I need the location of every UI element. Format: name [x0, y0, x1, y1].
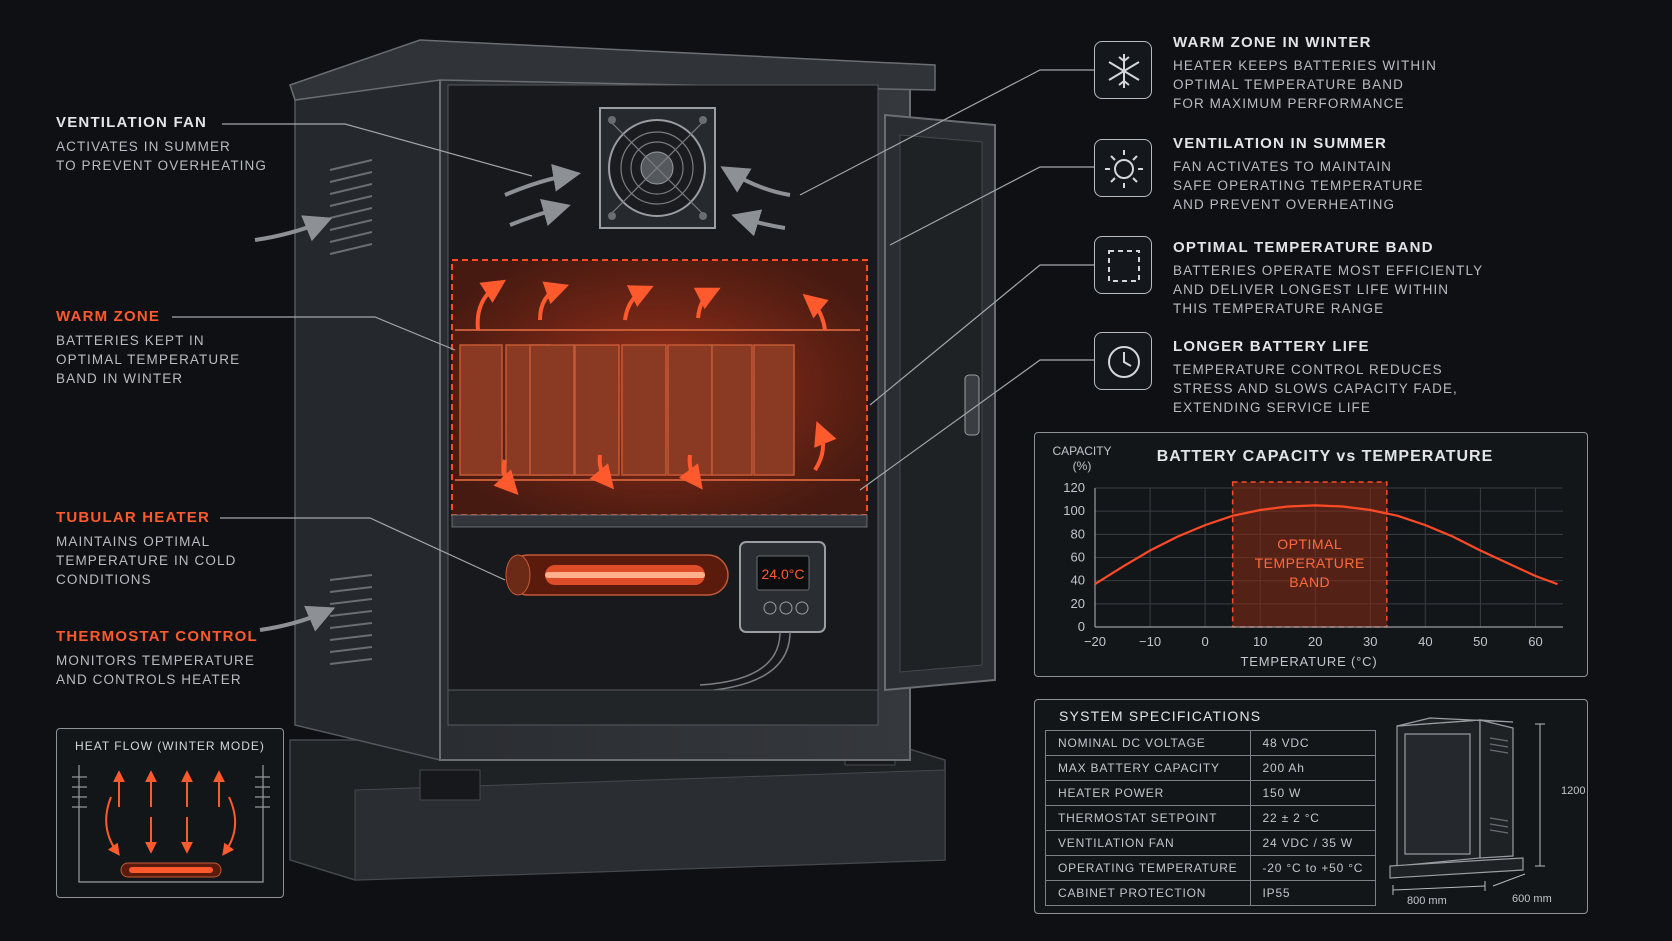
spec-key: MAX BATTERY CAPACITY — [1045, 755, 1251, 781]
callout-thermostat-control: THERMOSTAT CONTROL MONITORS TEMPERATURE … — [56, 628, 286, 689]
callout-fan-body: ACTIVATES IN SUMMER TO PREVENT OVERHEATI… — [56, 139, 267, 173]
callout-ventilation-fan: VENTILATION FAN ACTIVATES IN SUMMER TO P… — [56, 114, 286, 175]
feature-optimal-band: OPTIMAL TEMPERATURE BAND BATTERIES OPERA… — [1173, 239, 1573, 318]
x-tick-label: 0 — [1202, 634, 1209, 649]
feature-longer-life: LONGER BATTERY LIFE TEMPERATURE CONTROL … — [1173, 338, 1563, 417]
spec-value: 48 VDC — [1249, 730, 1377, 756]
x-tick-label: 30 — [1363, 634, 1377, 649]
thermostat-device — [689, 541, 826, 693]
spec-value: 150 W — [1249, 780, 1377, 806]
x-tick-label: −20 — [1084, 634, 1106, 649]
chart-title: BATTERY CAPACITY vs TEMPERATURE — [1157, 448, 1494, 465]
callout-heater-body: MAINTAINS OPTIMAL TEMPERATURE IN COLD CO… — [56, 534, 237, 587]
feature-title: LONGER BATTERY LIFE — [1173, 338, 1370, 355]
callout-warm-body: BATTERIES KEPT IN OPTIMAL TEMPERATURE BA… — [56, 333, 241, 386]
feature-ventilation-summer: VENTILATION IN SUMMER FAN ACTIVATES TO M… — [1173, 135, 1563, 214]
door-handle — [964, 374, 980, 436]
spec-key: VENTILATION FAN — [1045, 830, 1251, 856]
feature-warm-zone-winter: WARM ZONE IN WINTER HEATER KEEPS BATTERI… — [1173, 34, 1563, 113]
spec-row: OPERATING TEMPERATURE-20 °C to +50 °C — [1045, 855, 1377, 881]
snowflake-icon — [1094, 41, 1152, 99]
y-tick-label: 120 — [1063, 480, 1085, 495]
callout-fan-title: VENTILATION FAN — [56, 114, 208, 131]
x-tick-label: 10 — [1253, 634, 1267, 649]
tubular-heater — [505, 554, 729, 596]
heat-flow-diagram — [72, 765, 270, 883]
y-tick-label: 80 — [1071, 526, 1085, 541]
y-tick-label: 20 — [1071, 596, 1085, 611]
band-label: OPTIMAL — [1277, 536, 1342, 552]
cabinet-dimension-sketch: 1200 mm 800 mm 600 mm — [1389, 717, 1585, 907]
callout-tubular-heater: TUBULAR HEATER MAINTAINS OPTIMAL TEMPERA… — [56, 509, 286, 589]
airflow-arrows — [254, 163, 791, 632]
callout-heater-title: TUBULAR HEATER — [56, 509, 211, 526]
callout-warm-zone: WARM ZONE BATTERIES KEPT IN OPTIMAL TEMP… — [56, 308, 286, 388]
spec-value: 200 Ah — [1249, 755, 1377, 781]
dim-depth-label: 600 mm — [1512, 893, 1552, 905]
capacity-series-line — [1094, 504, 1558, 586]
spec-key: THERMOSTAT SETPOINT — [1045, 805, 1251, 831]
specs-title: SYSTEM SPECIFICATIONS — [1059, 708, 1262, 724]
dim-height-label: 1200 mm — [1561, 785, 1585, 797]
y-tick-label: 100 — [1063, 503, 1085, 518]
y-axis-label: (%) — [1073, 459, 1092, 473]
x-tick-label: 60 — [1528, 634, 1542, 649]
sun-icon — [1094, 139, 1152, 197]
side-louvers — [329, 159, 373, 665]
battery-shelf — [451, 514, 868, 528]
dashed-square-icon — [1094, 236, 1152, 294]
spec-key: CABINET PROTECTION — [1045, 880, 1251, 906]
thermostat-display: 24.0°C — [762, 566, 805, 582]
spec-value: -20 °C to +50 °C — [1249, 855, 1377, 881]
feature-body: FAN ACTIVATES TO MAINTAIN SAFE OPERATING… — [1173, 159, 1424, 212]
feature-title: OPTIMAL TEMPERATURE BAND — [1173, 239, 1434, 256]
spec-key: HEATER POWER — [1045, 780, 1251, 806]
capacity-chart: 0 20 40 60 80 100 120 −20 −10 0 10 20 30 40 50 60 OPTIMA… — [1052, 444, 1563, 669]
spec-value: 24 VDC / 35 W — [1249, 830, 1377, 856]
cabinet-floor — [447, 689, 879, 726]
x-tick-label: 50 — [1473, 634, 1487, 649]
callout-thermostat-title: THERMOSTAT CONTROL — [56, 628, 258, 645]
feature-body: HEATER KEEPS BATTERIES WITHIN OPTIMAL TE… — [1173, 58, 1437, 111]
y-tick-label: 60 — [1071, 550, 1085, 565]
leader-lines — [172, 69, 1094, 581]
y-axis-label: CAPACITY — [1052, 444, 1111, 458]
band-label: BAND — [1289, 574, 1330, 590]
capacity-chart-panel: 0 20 40 60 80 100 120 −20 −10 0 10 20 30 40 50 60 OPTIMA… — [1034, 432, 1588, 677]
spec-key: OPERATING TEMPERATURE — [1045, 855, 1251, 881]
feature-body: TEMPERATURE CONTROL REDUCES STRESS AND S… — [1173, 362, 1458, 415]
spec-value: IP55 — [1249, 880, 1377, 906]
x-tick-label: 40 — [1418, 634, 1432, 649]
band-label: TEMPERATURE — [1255, 555, 1365, 571]
heat-flow-inset: HEAT FLOW (WINTER MODE) — [56, 728, 284, 898]
callout-thermostat-body: MONITORS TEMPERATURE AND CONTROLS HEATER — [56, 653, 256, 687]
specs-panel: SYSTEM SPECIFICATIONS NOMINAL DC VOLTAGE… — [1034, 699, 1588, 914]
x-axis-label: TEMPERATURE (°C) — [1241, 654, 1378, 669]
callout-warm-title: WARM ZONE — [56, 308, 161, 325]
y-tick-label: 0 — [1078, 619, 1085, 634]
spec-key: NOMINAL DC VOLTAGE — [1045, 730, 1251, 756]
x-tick-label: −10 — [1139, 634, 1161, 649]
ventilation-fan — [599, 107, 716, 229]
spec-value: 22 ± 2 °C — [1249, 805, 1377, 831]
heat-arrows — [475, 279, 837, 496]
dim-width-label: 800 mm — [1407, 895, 1447, 907]
feature-title: WARM ZONE IN WINTER — [1173, 34, 1372, 51]
feature-title: VENTILATION IN SUMMER — [1173, 135, 1388, 152]
clock-icon — [1094, 332, 1152, 390]
warm-zone — [451, 259, 868, 516]
feature-body: BATTERIES OPERATE MOST EFFICIENTLY AND D… — [1173, 263, 1484, 316]
heat-flow-title: HEAT FLOW (WINTER MODE) — [75, 739, 265, 753]
y-tick-label: 40 — [1071, 573, 1085, 588]
x-tick-label: 20 — [1308, 634, 1322, 649]
